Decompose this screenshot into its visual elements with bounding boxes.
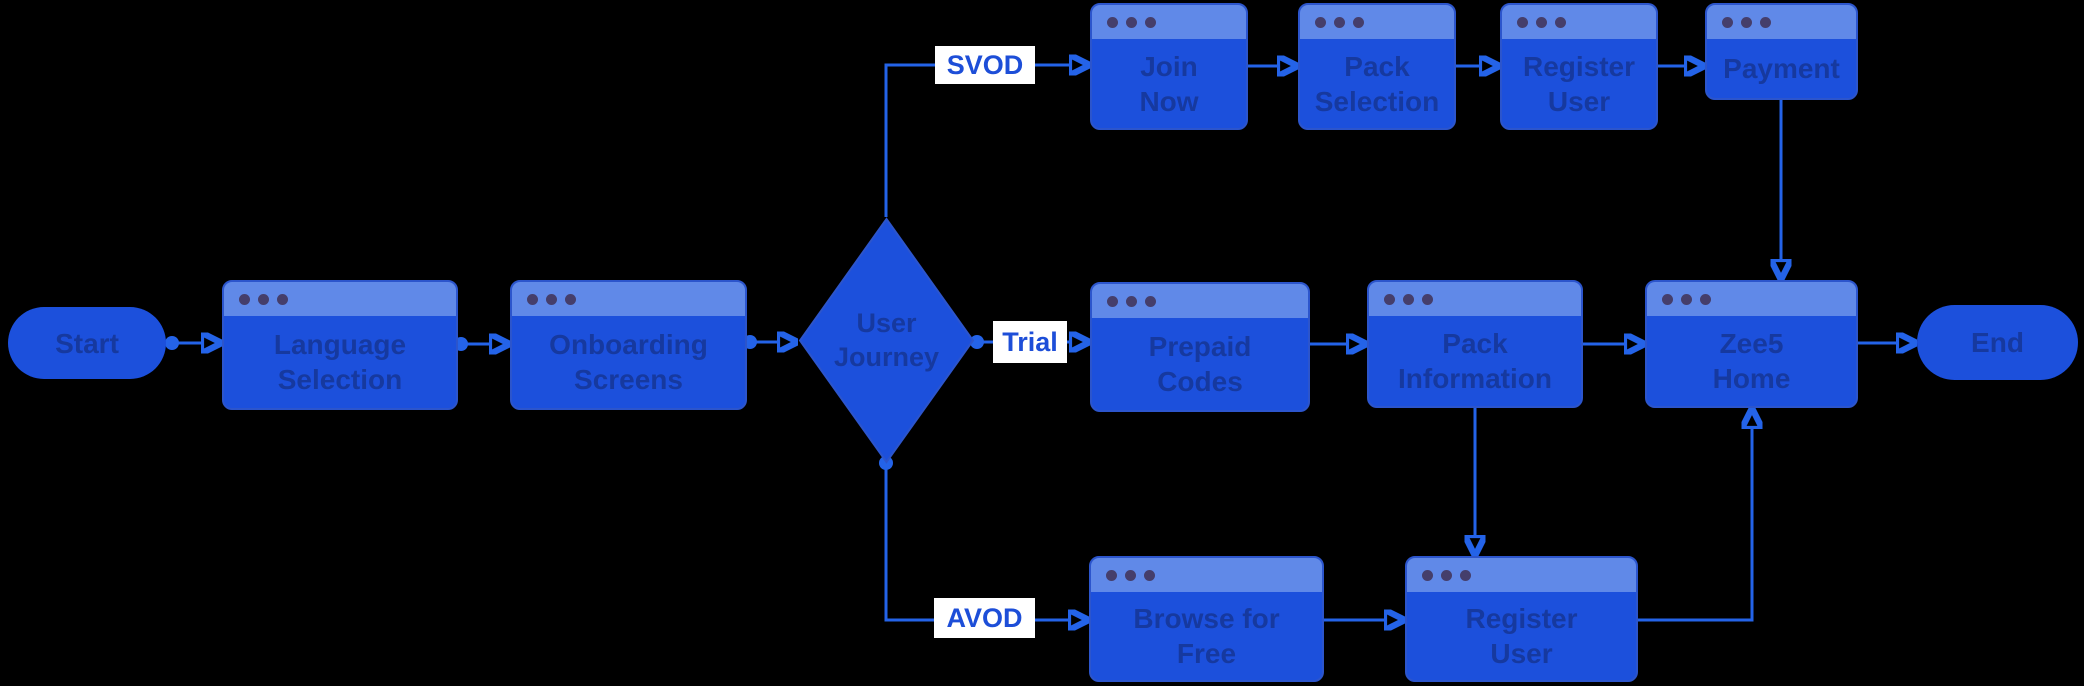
node-label: User Journey: [833, 307, 940, 372]
node-label: Register User: [1465, 603, 1578, 669]
window-body: Browse for Free: [1091, 592, 1322, 680]
window-titlebar: [1369, 282, 1581, 316]
node-label: End: [1971, 327, 2024, 358]
node-prepaid-codes[interactable]: Prepaid Codes: [1090, 282, 1310, 412]
node-payment[interactable]: Payment: [1705, 3, 1858, 100]
window-body: Pack Selection: [1300, 39, 1454, 128]
window-dot-icon: [546, 293, 557, 305]
edge-label-avod[interactable]: AVOD: [934, 598, 1035, 638]
window-body: Onboarding Screens: [512, 316, 745, 408]
window-titlebar: [1407, 558, 1636, 592]
window-dot-icon: [258, 293, 269, 305]
window-dot-icon: [1107, 16, 1118, 28]
window-dot-icon: [1145, 16, 1156, 28]
connector-dot: [970, 335, 984, 349]
window-dot-icon: [1144, 569, 1155, 581]
connector-dot: [165, 336, 179, 350]
window-dot-icon: [1555, 16, 1566, 28]
window-titlebar: [1091, 558, 1322, 592]
edge-label-text: Trial: [1002, 326, 1058, 357]
node-join-now[interactable]: Join Now: [1090, 3, 1248, 130]
node-start[interactable]: Start: [8, 307, 166, 379]
window-dot-icon: [1145, 295, 1156, 307]
node-register-user-avod[interactable]: Register User: [1405, 556, 1638, 682]
window-body: Join Now: [1092, 39, 1246, 128]
window-dot-icon: [1403, 293, 1414, 305]
edge-label-text: SVOD: [946, 49, 1024, 80]
node-label: Start: [55, 327, 119, 359]
window-dot-icon: [1700, 293, 1711, 305]
node-zee5-home[interactable]: Zee5 Home: [1645, 280, 1858, 408]
window-dot-icon: [1353, 16, 1364, 28]
window-dot-icon: [1517, 16, 1528, 28]
window-dot-icon: [1422, 293, 1433, 305]
node-end[interactable]: End: [1917, 305, 2078, 380]
window-dot-icon: [1760, 16, 1771, 28]
window-dot-icon: [1315, 16, 1326, 28]
node-browse-for-free[interactable]: Browse for Free: [1089, 556, 1324, 682]
window-dot-icon: [1662, 293, 1673, 305]
edge-registeravod-to-zee5home: [1638, 428, 1752, 622]
window-dot-icon: [239, 293, 250, 305]
window-dot-icon: [1441, 569, 1452, 581]
node-language-selection[interactable]: Language Selection: [222, 280, 458, 410]
window-body: Zee5 Home: [1647, 316, 1856, 406]
window-dot-icon: [1722, 16, 1733, 28]
node-pack-information[interactable]: Pack Information: [1367, 280, 1583, 408]
window-dot-icon: [1334, 16, 1345, 28]
window-titlebar: [1300, 5, 1454, 39]
window-titlebar: [512, 282, 745, 316]
node-label: Pack Selection: [1314, 50, 1440, 117]
node-label: Onboarding Screens: [549, 329, 708, 395]
node-register-user-svod[interactable]: Register User: [1500, 3, 1658, 130]
window-dot-icon: [1741, 16, 1752, 28]
window-dot-icon: [1106, 569, 1117, 581]
window-dot-icon: [527, 293, 538, 305]
window-titlebar: [1502, 5, 1656, 39]
node-label: Join Now: [1139, 50, 1199, 117]
window-dot-icon: [1422, 569, 1433, 581]
window-dot-icon: [1107, 295, 1118, 307]
node-onboarding-screens[interactable]: Onboarding Screens: [510, 280, 747, 410]
node-label: Zee5 Home: [1712, 328, 1791, 394]
window-body: Prepaid Codes: [1092, 318, 1308, 410]
edge-decision-avod-to-browse: [884, 463, 1069, 620]
window-body: Pack Information: [1369, 316, 1581, 406]
window-dot-icon: [1125, 569, 1136, 581]
window-dot-icon: [1460, 569, 1471, 581]
window-dot-icon: [277, 293, 288, 305]
window-dot-icon: [1126, 295, 1137, 307]
window-titlebar: [1092, 5, 1246, 39]
window-dot-icon: [565, 293, 576, 305]
window-body: Language Selection: [224, 316, 456, 408]
edge-label-trial[interactable]: Trial: [993, 321, 1067, 363]
window-dot-icon: [1384, 293, 1395, 305]
window-dot-icon: [1536, 16, 1547, 28]
edge-label-text: AVOD: [946, 602, 1023, 633]
window-dot-icon: [1126, 16, 1137, 28]
window-body: Payment: [1707, 39, 1856, 98]
window-titlebar: [1092, 284, 1308, 318]
node-label: Prepaid Codes: [1148, 331, 1252, 397]
node-label: Browse for Free: [1133, 603, 1280, 669]
window-titlebar: [1707, 5, 1856, 39]
node-user-journey-decision[interactable]: User Journey: [798, 217, 975, 464]
node-label: Pack Information: [1398, 328, 1552, 394]
edge-label-svod[interactable]: SVOD: [935, 46, 1035, 84]
window-titlebar: [224, 282, 456, 316]
node-pack-selection[interactable]: Pack Selection: [1298, 3, 1456, 130]
node-label: Payment: [1723, 53, 1840, 84]
window-dot-icon: [1681, 293, 1692, 305]
node-label: Language Selection: [273, 329, 407, 395]
window-body: Register User: [1502, 39, 1656, 128]
window-titlebar: [1647, 282, 1856, 316]
window-body: Register User: [1407, 592, 1636, 680]
node-label: Register User: [1522, 50, 1636, 117]
edge-decision-svod-to-joinnow: [884, 65, 1070, 217]
diamond-icon: [798, 217, 975, 464]
